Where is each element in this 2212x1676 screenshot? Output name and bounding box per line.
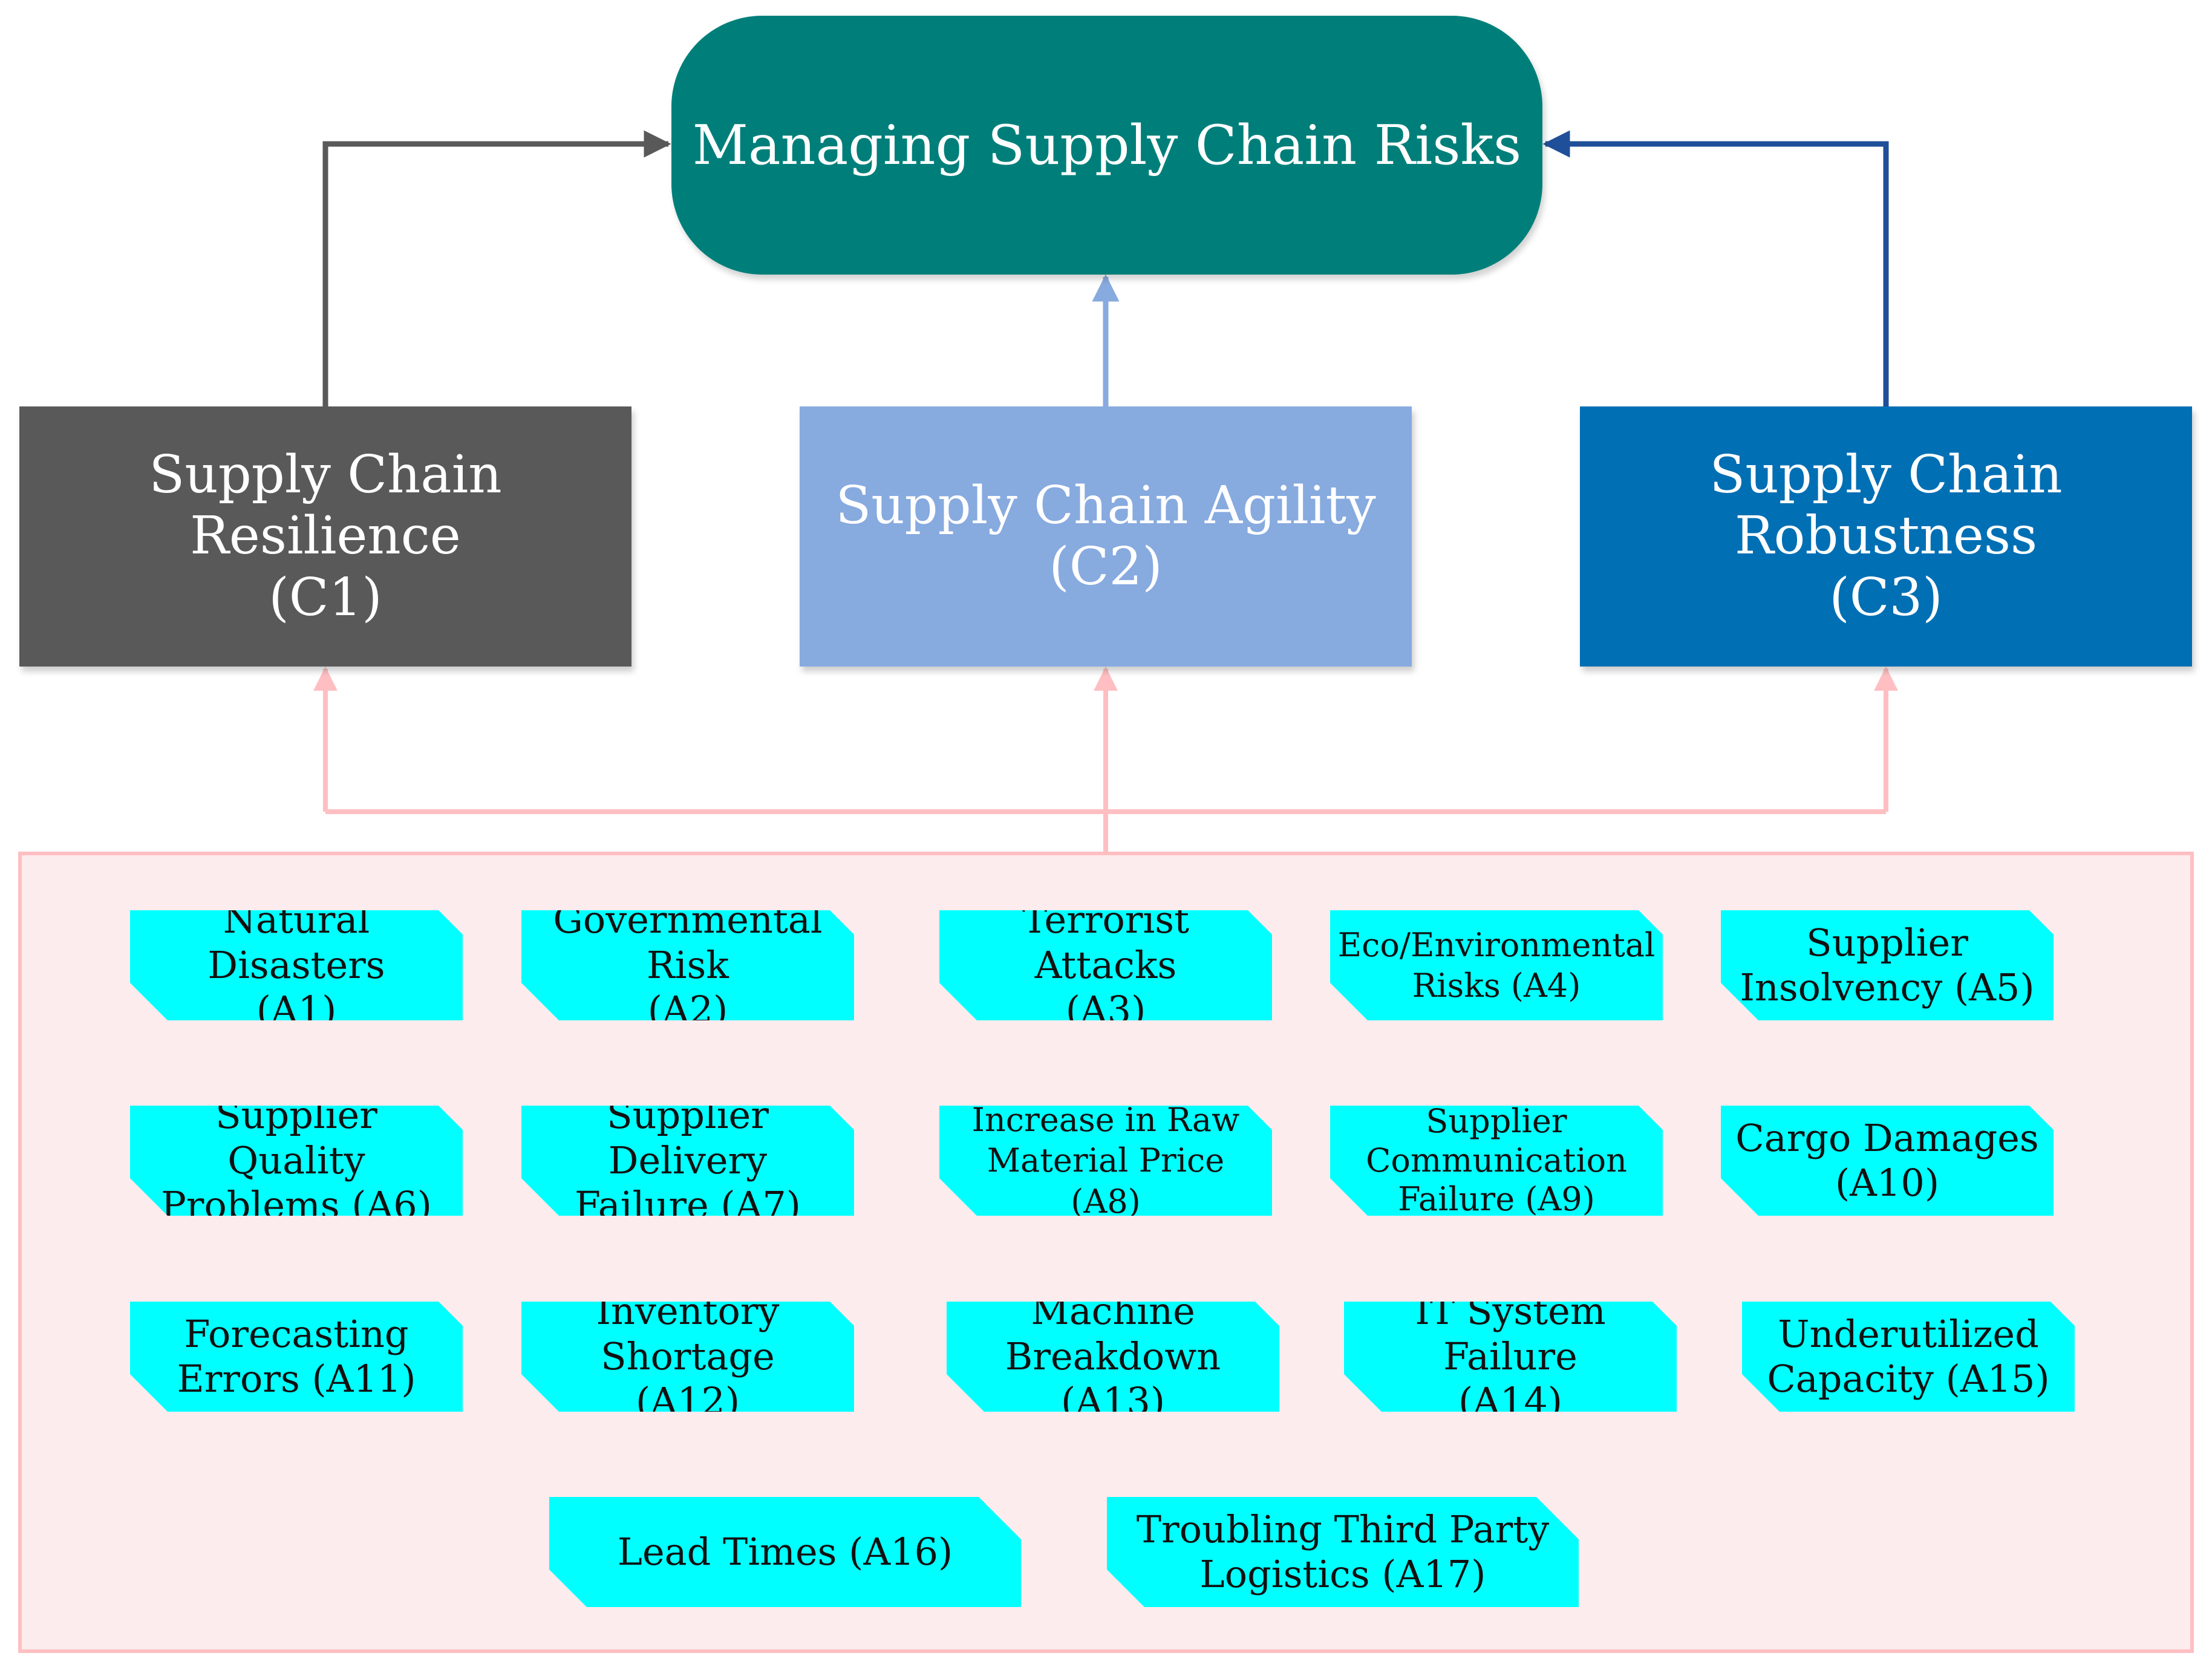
criterion-name: Supply Chain Robustness [1709,444,2063,567]
alternative-code: Material Price (A8) [987,1141,1225,1221]
alternative-code: Logistics (A17) [1199,1552,1486,1596]
alternative-name: Troubling Third Party [1136,1507,1550,1551]
goal-node: Managing Supply Chain Risks [671,16,1542,275]
alternative-name: Supplier Delivery [607,1093,769,1182]
alternative-code: (A1) [256,988,337,1032]
alternative-name: Eco/Environmental [1337,925,1656,964]
alternative-code: (A3) [1065,988,1146,1032]
alternative-code: (A10) [1835,1161,1940,1205]
alternative-a3: Terrorist Attacks(A3) [939,910,1272,1020]
alternative-a14: IT System Failure(A14) [1344,1302,1677,1412]
alternative-name: Increase in Raw [971,1100,1240,1139]
criterion-name: Supply Chain Agility [835,475,1376,536]
alternative-code: Problems (A6) [161,1183,432,1228]
alternative-name: Machine [1031,1289,1195,1334]
alternative-a12: Inventory Shortage(A12) [521,1302,854,1412]
alternative-name: Governmental Risk [553,898,823,987]
criterion-c2: Supply Chain Agility (C2) [800,406,1412,667]
alternative-name: Underutilized [1778,1311,2039,1356]
alternative-name: Terrorist Attacks [1022,898,1190,987]
alternative-a2: Governmental Risk(A2) [521,910,854,1020]
alternative-a10: Cargo Damages(A10) [1721,1106,2054,1216]
alternative-code: Errors (A11) [177,1357,416,1401]
alternative-name: Supplier [1426,1101,1567,1140]
alternative-name: Lead Times (A16) [617,1529,953,1574]
alternative-name: Cargo Damages [1735,1115,2039,1160]
c3-to-goal-arrow [1542,130,1889,406]
criterion-c1: Supply Chain Resilience (C1) [19,406,631,667]
criterion-code: (C3) [1829,567,1943,628]
alternative-code: (A2) [647,988,728,1032]
alternative-code: Failure (A7) [575,1183,801,1228]
alternative-name: Supplier Quality [215,1093,377,1182]
alternative-name: Forecasting [184,1311,409,1356]
alternative-name: Natural Disasters [207,898,385,987]
alternative-line2: Communication [1366,1141,1627,1179]
alternative-code: (A12) [635,1379,740,1424]
alternative-code: Insolvency (A5) [1740,965,2035,1009]
criterion-c3: Supply Chain Robustness (C3) [1580,406,2192,667]
criterion-code: (C2) [1049,536,1163,597]
alternative-name: Inventory Shortage [596,1289,780,1378]
alternative-code: Failure (A9) [1398,1180,1595,1219]
alternative-code: Breakdown (A13) [1005,1334,1221,1424]
goal-label: Managing Supply Chain Risks [692,113,1522,177]
alternative-name: IT System Failure [1415,1289,1606,1378]
alternative-code: Capacity (A15) [1767,1357,2050,1401]
criterion-code: (C1) [269,567,382,628]
criterion-name: Supply Chain Resilience [149,444,502,567]
c1-to-goal-arrow [322,130,671,406]
alternative-code: (A14) [1458,1379,1563,1424]
alternative-name: Supplier [1806,920,1968,965]
alternative-a16: Lead Times (A16) [549,1497,1021,1607]
alternative-code: Risks (A4) [1412,967,1581,1005]
alternative-a1: Natural Disasters(A1) [130,910,463,1020]
